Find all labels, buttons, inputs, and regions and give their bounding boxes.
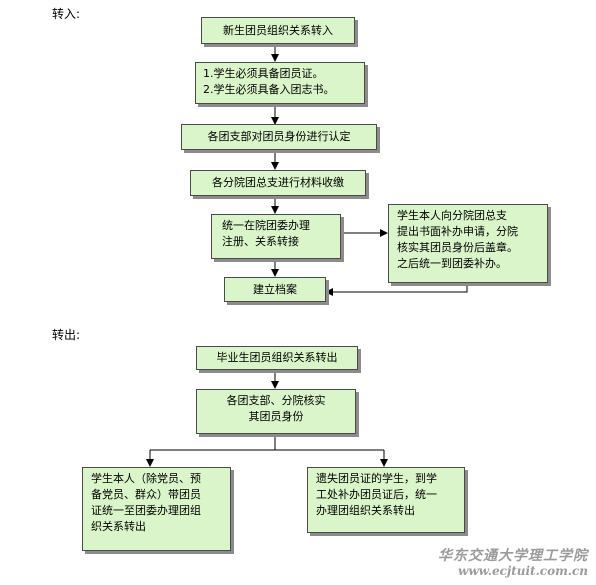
transfer-in-label: 转入:	[52, 7, 81, 21]
in-step6-text: 建立档案	[253, 283, 297, 296]
reissue-line-1: 学生本人向分院团总支	[397, 209, 507, 222]
normal-line-2: 备党员、群众）带团员	[91, 488, 201, 501]
in-step-register-transfer: 统一在院团委办理 注册、关系转接	[211, 214, 341, 259]
in-step-new-member-transfer: 新生团员组织关系转入	[201, 17, 355, 44]
in-step-requirements: 1.学生必须具备团员证。 2.学生必须具备入团志书。	[195, 62, 365, 104]
register-line-1: 统一在院团委办理	[222, 219, 310, 232]
out-left-normal-transfer: 学生本人（除党员、预 备党员、群众）带团员 证统一至团委办理团组 织关系转出	[82, 467, 231, 551]
normal-line-1: 学生本人（除党员、预	[91, 472, 201, 485]
in-step3-text: 各团支部对团员身份进行认定	[207, 130, 351, 143]
transfer-out-label: 转出:	[52, 328, 81, 342]
in-step-branch-verification: 各团支部对团员身份进行认定	[181, 124, 377, 150]
in-step-build-archive: 建立档案	[224, 277, 326, 302]
verify-line-1: 各团支部、分院核实	[226, 394, 326, 407]
school-watermark: 华东交通大学理工学院 www.ecjtuit.com.cn	[438, 549, 588, 579]
in-step-material-collection: 各分院团总支进行材料收缴	[190, 170, 366, 196]
in-side-reissue-box: 学生本人向分院团总支 提出书面补办申请，分院 核实其团员身份后盖章。 之后统一到…	[388, 204, 548, 283]
watermark-url: www.ecjtuit.com.cn	[457, 564, 588, 578]
in-step1-text: 新生团员组织关系转入	[223, 24, 333, 37]
out-step-identity-verification: 各团支部、分院核实 其团员身份	[196, 389, 356, 434]
in-step4-text: 各分院团总支进行材料收缴	[212, 176, 344, 189]
reissue-line-4: 之后统一到团委补办。	[397, 257, 507, 270]
out-step-graduate-transfer: 毕业生团员组织关系转出	[196, 346, 358, 370]
arrow-side-6	[325, 283, 468, 296]
register-line-2: 注册、关系转接	[222, 235, 299, 248]
lost-card-line-1: 遗失团员证的学生，到学	[316, 472, 437, 485]
normal-line-3: 证统一至团委办理团组	[91, 504, 201, 517]
out-right-lost-card-transfer: 遗失团员证的学生，到学 工处补办团员证后，统一 办理团组织关系转出	[307, 467, 465, 533]
requirement-line-1: 1.学生必须具备团员证。	[203, 67, 324, 80]
normal-line-4: 织关系转出	[91, 520, 146, 533]
lost-card-line-3: 办理团组织关系转出	[316, 504, 415, 517]
verify-line-2: 其团员身份	[248, 410, 304, 423]
requirement-line-2: 2.学生必须具备入团志书。	[203, 83, 335, 96]
lost-card-line-2: 工处补办团员证后，统一	[316, 488, 437, 501]
watermark-name: 华东交通大学理工学院	[438, 548, 588, 564]
reissue-line-2: 提出书面补办申请，分院	[397, 225, 518, 238]
reissue-line-3: 核实其团员身份后盖章。	[397, 241, 518, 254]
out-step1-text: 毕业生团员组织关系转出	[216, 351, 338, 364]
